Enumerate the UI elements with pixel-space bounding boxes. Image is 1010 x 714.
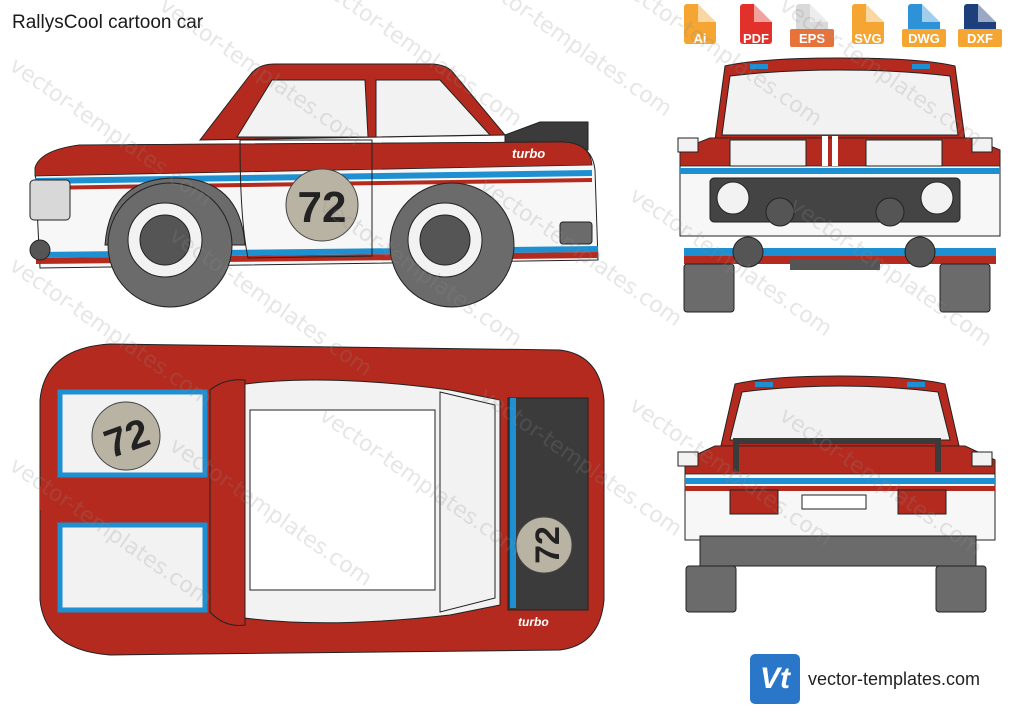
format-pdf-label: PDF bbox=[743, 31, 769, 46]
front-right-tire bbox=[939, 263, 991, 313]
rear-window bbox=[729, 385, 951, 441]
page-title: RallysCool cartoon car bbox=[12, 12, 204, 33]
mirror-left bbox=[677, 137, 699, 153]
format-svg-label: SVG bbox=[854, 31, 882, 46]
mirror-right bbox=[971, 137, 993, 153]
rear-left-tire bbox=[685, 565, 737, 613]
rear-right-tire bbox=[935, 565, 987, 613]
vt-logo-icon: Vt bbox=[750, 654, 800, 704]
format-dxf-button[interactable]: DXF bbox=[956, 4, 1004, 52]
side-turbo-badge: turbo bbox=[512, 146, 545, 161]
tail-light-right bbox=[897, 489, 947, 515]
side-view: 72 turbo bbox=[29, 63, 599, 308]
top-view: 72 72 turbo bbox=[39, 343, 605, 656]
front-left-tire bbox=[683, 263, 735, 313]
tail-light-left bbox=[729, 489, 779, 515]
top-turbo-badge: turbo bbox=[518, 615, 549, 629]
windshield bbox=[721, 69, 959, 136]
front-view bbox=[677, 57, 1001, 313]
download-format-bar: Ai PDF EPS SVG DWG DXF bbox=[676, 4, 1004, 52]
format-dwg-button[interactable]: DWG bbox=[900, 4, 948, 52]
format-ai-button[interactable]: Ai bbox=[676, 4, 724, 52]
side-door bbox=[239, 139, 373, 259]
top-rear-number: 72 bbox=[529, 526, 567, 564]
side-number: 72 bbox=[298, 183, 347, 232]
side-window-rear bbox=[375, 79, 492, 138]
brand-site-text: vector-templates.com bbox=[808, 668, 981, 689]
format-dxf-label: DXF bbox=[967, 31, 993, 46]
rear-view bbox=[677, 375, 996, 613]
format-dwg-label: DWG bbox=[908, 31, 940, 46]
format-eps-button[interactable]: EPS bbox=[788, 4, 836, 52]
format-svg-button[interactable]: SVG bbox=[844, 4, 892, 52]
license-plate bbox=[801, 494, 867, 510]
format-pdf-button[interactable]: PDF bbox=[732, 4, 780, 52]
roof bbox=[249, 409, 436, 591]
format-eps-label: EPS bbox=[798, 31, 825, 46]
brand-link[interactable]: Vt vector-templates.com bbox=[750, 654, 980, 704]
format-ai-label: Ai bbox=[693, 31, 707, 46]
side-window-front bbox=[236, 79, 369, 138]
rear-deck bbox=[507, 397, 589, 611]
